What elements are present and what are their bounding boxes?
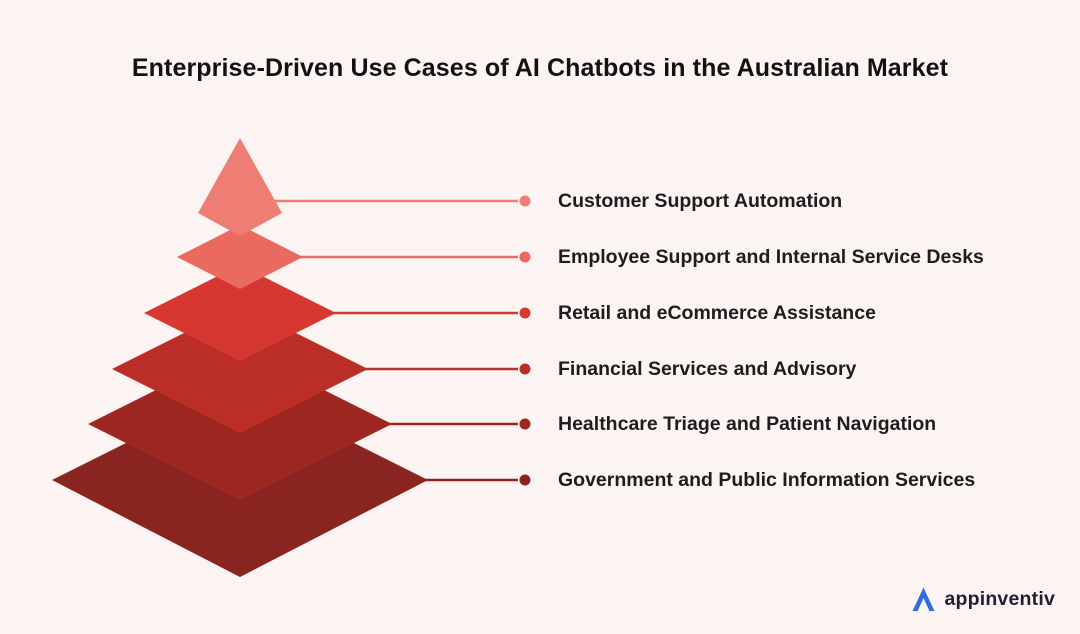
pyramid-level-3-shape <box>144 265 336 361</box>
connector-dot-3 <box>519 307 531 319</box>
connector-dot-4 <box>519 363 531 375</box>
pyramid-level-1-shape <box>198 138 282 236</box>
connector-dot-5 <box>519 418 531 430</box>
appinventiv-logo-text: appinventiv <box>944 588 1055 610</box>
pyramid-level-2-label: Employee Support and Internal Service De… <box>558 246 984 268</box>
connector-dot-2 <box>519 251 531 263</box>
connector-dot-6 <box>519 474 531 486</box>
appinventiv-logo: appinventiv <box>910 586 1055 613</box>
pyramid-level-4-shape <box>112 305 368 433</box>
connector-dot-1 <box>519 195 531 207</box>
pyramid-level-5-label: Healthcare Triage and Patient Navigation <box>558 413 937 435</box>
page-title: Enterprise-Driven Use Cases of AI Chatbo… <box>131 54 949 82</box>
pyramid-level-6-label: Government and Public Information Servic… <box>558 469 976 491</box>
appinventiv-logo-icon <box>912 587 935 612</box>
pyramid-level-1-label: Customer Support Automation <box>558 190 843 212</box>
pyramid-level-3-label: Retail and eCommerce Assistance <box>558 302 876 324</box>
pyramid-level-4-label: Financial Services and Advisory <box>558 358 857 380</box>
pyramid-level-2-shape <box>177 225 303 289</box>
